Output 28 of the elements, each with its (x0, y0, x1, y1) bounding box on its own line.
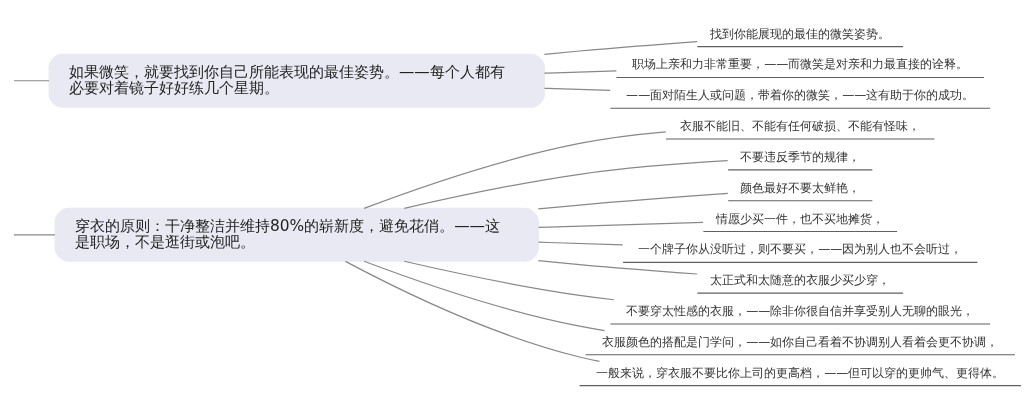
connector (543, 70, 618, 74)
node-text: 太正式和太随意的衣服少买少穿， (710, 273, 891, 288)
node-text: 衣服不能旧、不能有任何破损、不能有怪味， (680, 119, 921, 134)
node-text: 情愿少买一件，也不买地摊货， (716, 211, 885, 226)
node-text: ——面对陌生人或问题，带着你的微笑，——这有助于你的成功。 (626, 88, 975, 103)
connector (543, 87, 611, 91)
connector (403, 260, 615, 301)
connector (543, 40, 698, 55)
node-text: 一个牌子你从没听过，则不要买，——因为别人也不会听过， (638, 242, 963, 257)
connector (537, 241, 624, 246)
connector (403, 160, 729, 209)
connector (13, 80, 50, 82)
connector (363, 131, 667, 209)
node-box: 如果微笑，就要找到你自己所能表现的最佳姿势。——每个人都有必要对着镜子好好练几个星期。 (48, 53, 545, 108)
node-text: 衣服颜色的搭配是门学问，——如你自己看着不协调别人看着会更不协调， (602, 334, 999, 349)
connector (537, 192, 729, 210)
node-text: 一般来说，穿衣服不要比你上司的更高档，——但可以穿的更帅气、更得体。 (596, 365, 1005, 380)
connector (363, 260, 606, 332)
connector (344, 260, 601, 362)
node-text: 不要违反季节的规律， (740, 149, 861, 164)
node-text: 职场上亲和力非常重要，——而微笑是对亲和力最直接的诠释。 (632, 57, 969, 72)
connector (537, 260, 698, 275)
node-box: 穿衣的原则：干净整洁并维持80%的崭新度，避免花俏。——这是职场，不是逛街或泡吧。 (54, 207, 539, 262)
connector (13, 234, 56, 236)
node-text: 找到你能展现的最佳的微笑姿势。 (710, 26, 891, 41)
node-text: 颜色最好不要太鲜艳， (740, 180, 861, 195)
connector (537, 221, 704, 229)
node-text: 不要穿太性感的衣服，——除非你很自信并享受别人无聊的眼光， (626, 303, 975, 318)
